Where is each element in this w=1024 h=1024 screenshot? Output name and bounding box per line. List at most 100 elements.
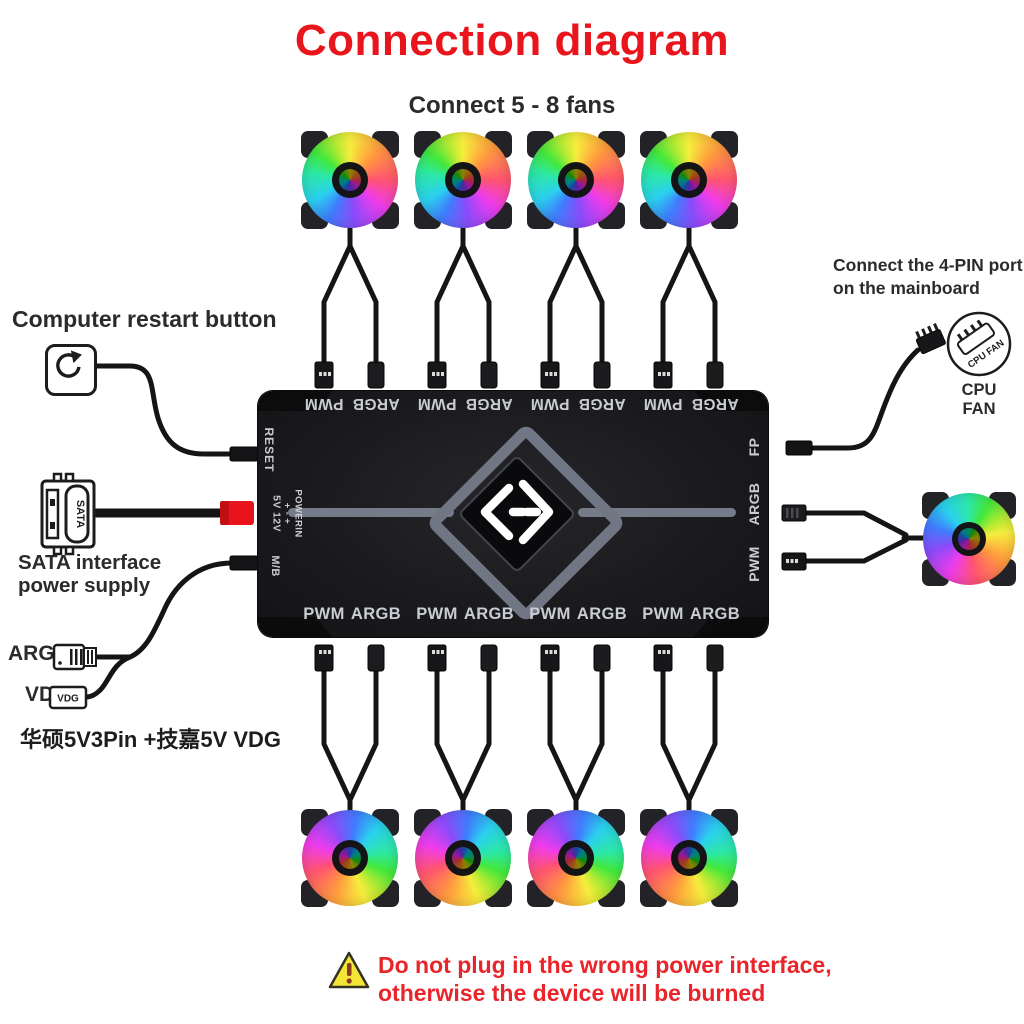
- cable: [321, 221, 353, 367]
- warning-text: Do not plug in the wrong power interface…: [378, 951, 832, 1007]
- warning-line2: otherwise the device will be burned: [378, 980, 766, 1006]
- rgb-fan: [301, 809, 399, 907]
- connector-pwm-plug: [314, 361, 334, 389]
- rgb-fan: [414, 809, 512, 907]
- hub-trace-right: [578, 508, 736, 517]
- connector-pwm-plug: [781, 552, 807, 571]
- fp-cable: [809, 347, 921, 451]
- connector-pwm-plug: [314, 644, 334, 672]
- port-label-argb: ARGB: [689, 605, 741, 623]
- port-label-argb: ARGB: [691, 395, 739, 412]
- fan-hub: [670, 161, 708, 199]
- connector-argb-plug: [367, 361, 385, 389]
- hub-corner-bevel: [258, 617, 332, 637]
- port-label-pwm: PWM: [416, 605, 458, 623]
- compatibility-note: 华硕5V3Pin +技嘉5V VDG: [20, 727, 282, 752]
- powerin-text: POWERIN: [292, 489, 304, 538]
- connector-argb-plug: [367, 644, 385, 672]
- cable: [460, 668, 492, 803]
- sata-icon-text: SATA: [74, 500, 86, 528]
- mainboard-note-line2: on the mainboard: [833, 278, 980, 298]
- port-label-pwm: PWM: [303, 605, 345, 623]
- fp-plug: [785, 440, 813, 456]
- connector-argb-plug: [781, 504, 807, 522]
- port-label-pwm: PWM: [643, 395, 683, 412]
- fan-hub: [331, 161, 369, 199]
- bottom-plugs: [314, 644, 724, 672]
- sata-caption-line1: SATA interface: [18, 551, 162, 574]
- cable: [547, 668, 579, 819]
- cable: [347, 243, 379, 367]
- connector-pwm-plug: [653, 361, 673, 389]
- rgb-fan: [640, 131, 738, 229]
- cable: [460, 243, 492, 367]
- sata-connector-icon: SATA: [40, 472, 96, 556]
- connector-argb-plug: [480, 361, 498, 389]
- port-label-pwm: PWM: [642, 605, 684, 623]
- rgb-fan: [640, 809, 738, 907]
- fan-core: [451, 168, 475, 192]
- fan-hub: [670, 839, 708, 877]
- cable: [573, 243, 605, 367]
- fan-core: [338, 846, 362, 870]
- connector-argb-plug: [593, 361, 611, 389]
- mainboard-note-line1: Connect the 4-PIN port: [833, 255, 1023, 275]
- warning-triangle-icon: [328, 951, 370, 989]
- fan-core: [564, 846, 588, 870]
- connector-argb-plug: [706, 644, 724, 672]
- connector-argb-plug: [480, 644, 498, 672]
- hub-trace-left: [288, 508, 454, 517]
- port-label-powerin: POWERIN + - + 5V 12V: [271, 479, 304, 549]
- cable: [573, 668, 605, 803]
- port-label-argb: ARGB: [746, 482, 762, 526]
- mb-cable: [95, 560, 235, 660]
- argb-connector-icon: [52, 643, 97, 671]
- fan-core: [677, 168, 701, 192]
- connector-argb-plug: [706, 361, 724, 389]
- fan-core: [338, 168, 362, 192]
- vdg-branch-cable: [83, 654, 133, 700]
- connector-pwm-plug: [540, 644, 560, 672]
- port-label-pwm: PWM: [417, 395, 457, 412]
- cable: [660, 668, 692, 819]
- powerin-voltage: 5V 12V: [270, 495, 283, 532]
- cable: [347, 668, 379, 803]
- port-label-pwm: PWM: [304, 395, 344, 412]
- vdg-icon-text: VDG: [57, 694, 79, 705]
- fan-core: [958, 528, 980, 550]
- port-label-argb: ARGB: [465, 395, 513, 412]
- sata-power-plug: [220, 501, 254, 525]
- connector-pwm-plug: [427, 361, 447, 389]
- port-label-argb: ARGB: [350, 605, 402, 623]
- hub-corner-bevel: [258, 391, 332, 411]
- restart-cable: [89, 363, 235, 457]
- restart-button-label: Computer restart button: [12, 306, 277, 332]
- fan-hub: [331, 839, 369, 877]
- sata-caption: SATA interface power supply: [18, 551, 161, 597]
- port-label-argb: ARGB: [578, 395, 626, 412]
- fan-hub: [444, 161, 482, 199]
- fan-hub: [557, 161, 595, 199]
- rgb-fan: [527, 809, 625, 907]
- restart-arrow-icon: [56, 350, 82, 378]
- port-label-argb: ARGB: [576, 605, 628, 623]
- fan-core: [451, 846, 475, 870]
- restart-icon: [45, 344, 97, 396]
- fan-hub: [557, 839, 595, 877]
- connector-pwm-plug: [427, 644, 447, 672]
- cable: [686, 243, 718, 367]
- connector-argb-plug: [593, 644, 611, 672]
- port-label-mb: M/B: [269, 555, 281, 577]
- port-label-argb: ARGB: [352, 395, 400, 412]
- cable: [321, 668, 353, 819]
- rgb-fan: [414, 131, 512, 229]
- cpu-fan-icon: CPU FAN: [946, 311, 1012, 377]
- mb-plug: [229, 555, 259, 571]
- port-label-pwm: PWM: [529, 605, 571, 623]
- connector-pwm-plug: [653, 644, 673, 672]
- rgb-fan: [922, 492, 1016, 586]
- cable: [547, 221, 579, 367]
- hub-corner-bevel: [694, 617, 768, 637]
- fan-hub-controller: PWM ARGB PWM ARGB PWM ARGB PWM ARGB PWM …: [258, 391, 768, 637]
